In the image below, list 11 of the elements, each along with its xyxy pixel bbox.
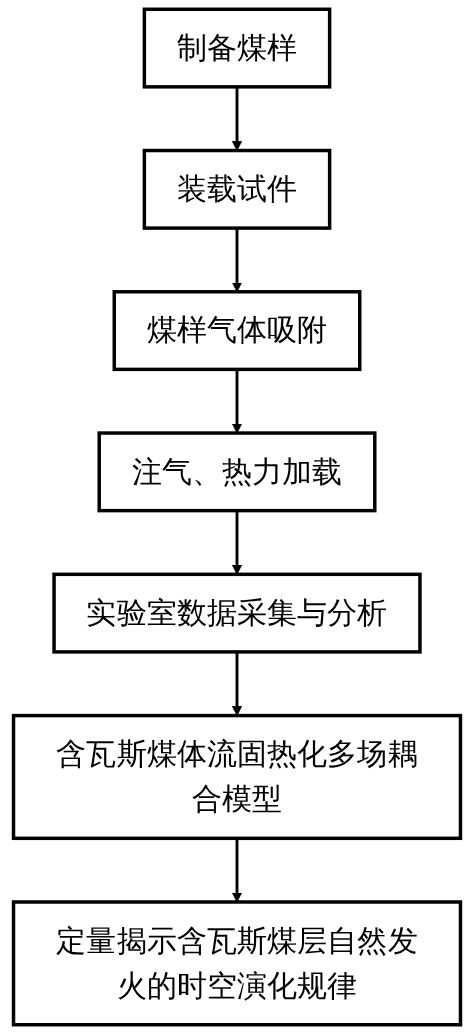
- node-box: 注气、热力加载: [97, 431, 377, 513]
- node-box: 制备煤样: [142, 7, 332, 89]
- arrow: [231, 369, 243, 434]
- node-box: 实验室数据采集与分析: [52, 572, 422, 654]
- node-box: 煤样气体吸附: [112, 290, 362, 372]
- arrow: [231, 510, 243, 575]
- arrow: [231, 86, 243, 151]
- node-box: 含瓦斯煤体流固热化多场耦合模型: [11, 713, 463, 841]
- node-box: 定量揭示含瓦斯煤层自然发火的时空演化规律: [11, 900, 463, 1027]
- node-box: 装载试件: [142, 148, 332, 230]
- arrow: [231, 838, 243, 903]
